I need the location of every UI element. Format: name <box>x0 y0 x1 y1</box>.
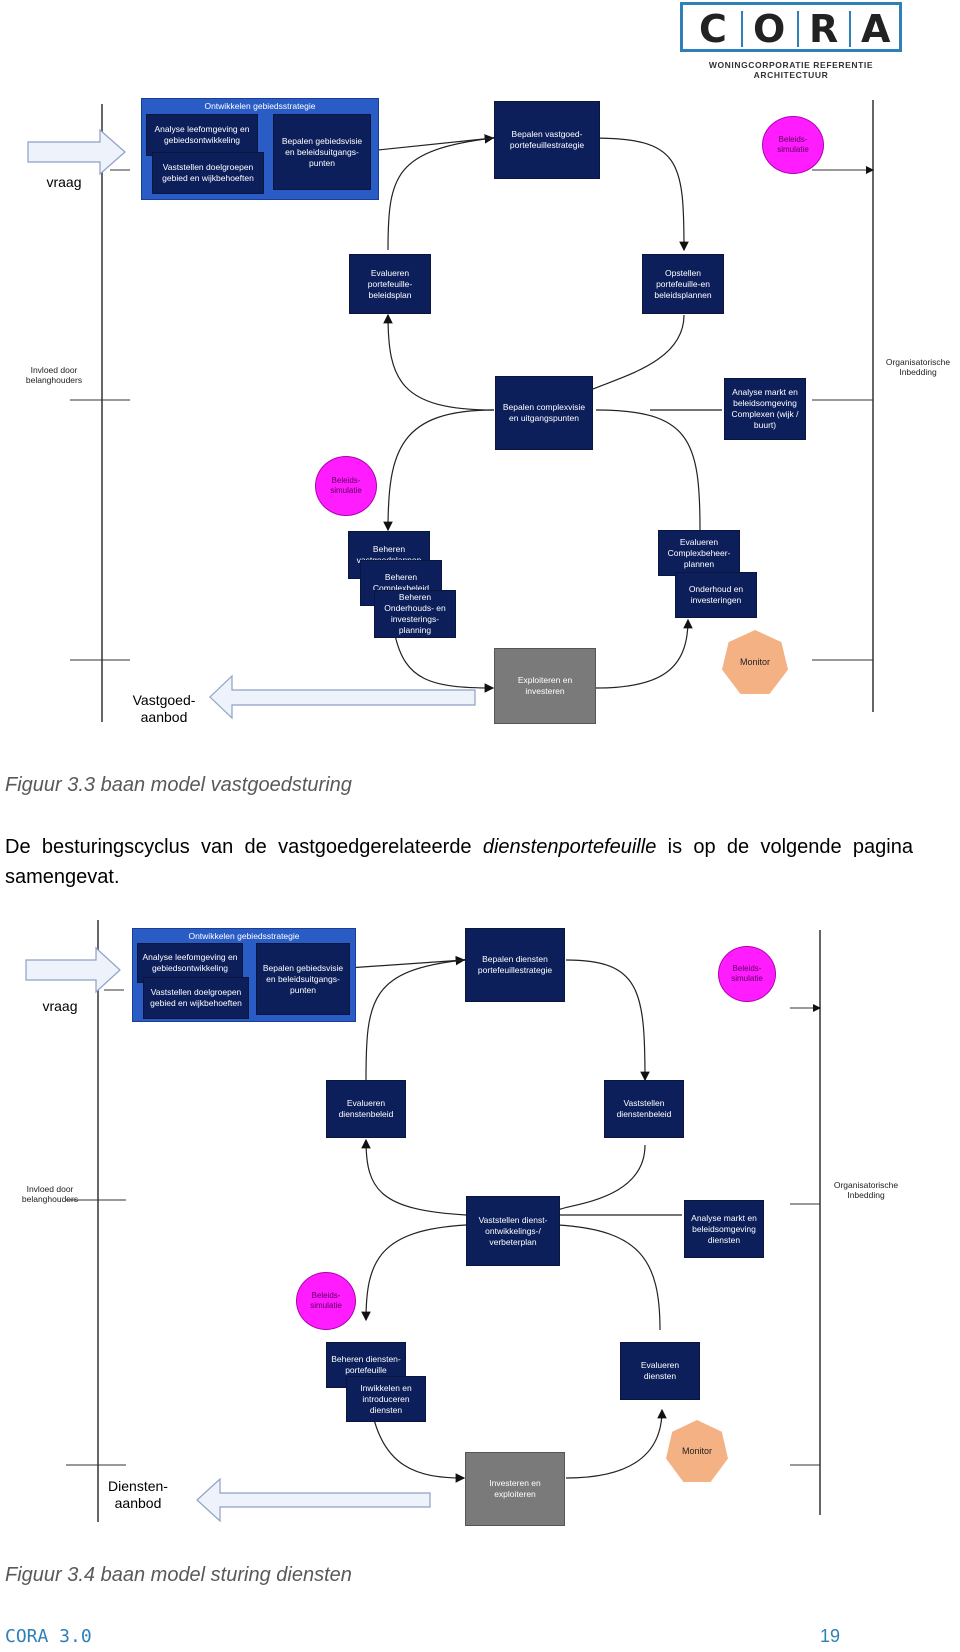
label-vastgoed-aanbod: Vastgoed-aanbod <box>132 692 196 725</box>
paragraph-emphasis: dienstenportefeuille <box>482 836 657 858</box>
body-paragraph: De besturingscyclus van de vastgoedgerel… <box>5 832 913 892</box>
box-bepalen-gebiedsvisie: Bepalen gebiedsvisie en beleidsuitgangs-… <box>273 114 371 190</box>
group-title: Ontwikkelen gebiedsstrategie <box>204 101 316 111</box>
label-vraag: vraag <box>42 998 78 1014</box>
footer-document-name: CORA 3.0 <box>5 1626 92 1647</box>
figure-sturing-diensten: Ontwikkelen gebiedsstrategie Analyse lee… <box>0 910 960 1530</box>
figure1-lines <box>27 100 874 722</box>
footer-page-number: 19 <box>820 1626 841 1646</box>
vraag-arrow <box>25 946 121 994</box>
box-vaststellen-dienstontwikkelingsplan: Vaststellen dienst-ontwikkelings-/ verbe… <box>466 1196 560 1266</box>
box-evalueren-dienstenbeleid: Evalueren dienstenbeleid <box>326 1080 406 1138</box>
box-inwikkelen-diensten: Inwikkelen en introduceren diensten <box>346 1376 426 1422</box>
box-analyse-markt-complexen: Analyse markt en beleidsomgeving Complex… <box>724 378 806 440</box>
box-evalueren-diensten: Evalueren diensten <box>620 1342 700 1400</box>
logo-separator <box>741 11 743 47</box>
beleidssimulatie-top: Beleids-simulatie <box>718 946 776 1002</box>
box-bepalen-gebiedsvisie: Bepalen gebiedsvisie en beleidsuitgangs-… <box>256 943 350 1015</box>
box-onderhoud-investeringen: Onderhoud en investeringen <box>675 572 757 618</box>
logo-separator <box>797 11 799 47</box>
paragraph-text: is op de volgende pagina samengevat. <box>5 836 913 888</box>
box-vaststellen-dienstenbeleid: Vaststellen dienstenbeleid <box>604 1080 684 1138</box>
box-investeren-exploiteren: Investeren en exploiteren <box>465 1452 565 1526</box>
label-diensten-aanbod: Diensten-aanbod <box>108 1478 168 1511</box>
box-beheren-onderhoudsplanning: Beheren Onderhouds- en investerings-plan… <box>374 590 456 638</box>
label-organisatorische-inbedding: Organisatorische Inbedding <box>833 1180 899 1200</box>
box-opstellen-plannen: Opstellen portefeuille-en beleidsplannen <box>642 254 724 314</box>
aanbod-arrow <box>209 674 476 720</box>
box-bepalen-vastgoedportefeuillestrategie: Bepalen vastgoed-portefeuillestrategie <box>494 101 600 179</box>
label-vraag: vraag <box>46 174 82 190</box>
group-title: Ontwikkelen gebiedsstrategie <box>188 931 300 941</box>
aanbod-arrow <box>196 1477 431 1523</box>
box-exploiteren-investeren: Exploiteren en investeren <box>494 648 596 724</box>
monitor-shape: Monitor <box>666 1420 728 1482</box>
box-vaststellen-doelgroepen: Vaststellen doelgroepen gebied en wijkbe… <box>143 977 249 1019</box>
box-evalueren-portefeuillebeleidsplan: Evalueren portefeuille-beleidsplan <box>349 254 431 314</box>
label-organisatorische-inbedding: Organisatorische Inbedding <box>885 357 951 377</box>
monitor-shape: Monitor <box>722 630 788 694</box>
box-evalueren-complexbeheerplannen: Evalueren Complexbeheer-plannen <box>658 530 740 576</box>
cora-logo: C O R A <box>680 2 902 52</box>
box-analyse-leefomgeving: Analyse leefomgeving en gebiedsontwikkel… <box>146 114 258 156</box>
box-bepalen-complexvisie: Bepalen complexvisie en uitgangspunten <box>495 376 593 450</box>
label-invloed-belanghouders: Invloed door belanghouders <box>21 1184 79 1204</box>
paragraph-text: De besturingscyclus van de vastgoedgerel… <box>5 836 483 858</box>
figure2-lines <box>25 920 821 1523</box>
figure-caption: Figuur 3.3 baan model vastgoedsturing <box>5 774 352 796</box>
box-vaststellen-doelgroepen: Vaststellen doelgroepen gebied en wijkbe… <box>152 152 264 194</box>
logo-separator <box>849 11 851 47</box>
beleidssimulatie-top: Beleids-simulatie <box>762 116 824 174</box>
logo-subtitle: WONINGCORPORATIE REFERENTIE ARCHITECTUUR <box>708 60 874 80</box>
box-bepalen-dienstenportefeuillestrategie: Bepalen diensten portefeuillestrategie <box>465 928 565 1002</box>
vraag-arrow <box>27 128 126 176</box>
beleidssimulatie-mid: Beleids-simulatie <box>315 456 377 516</box>
logo-letter: A <box>861 7 891 51</box>
figure-caption: Figuur 3.4 baan model sturing diensten <box>5 1564 352 1586</box>
logo-letter: C <box>699 7 727 51</box>
figure-vastgoedsturing: Ontwikkelen gebiedsstrategie Analyse lee… <box>0 0 960 740</box>
logo-letter: O <box>753 7 786 51</box>
logo-letter: R <box>809 7 839 51</box>
label-invloed-belanghouders: Invloed door belanghouders <box>25 365 83 385</box>
box-analyse-markt-diensten: Analyse markt en beleidsomgeving dienste… <box>684 1200 764 1258</box>
beleidssimulatie-mid: Beleids-simulatie <box>296 1272 356 1330</box>
